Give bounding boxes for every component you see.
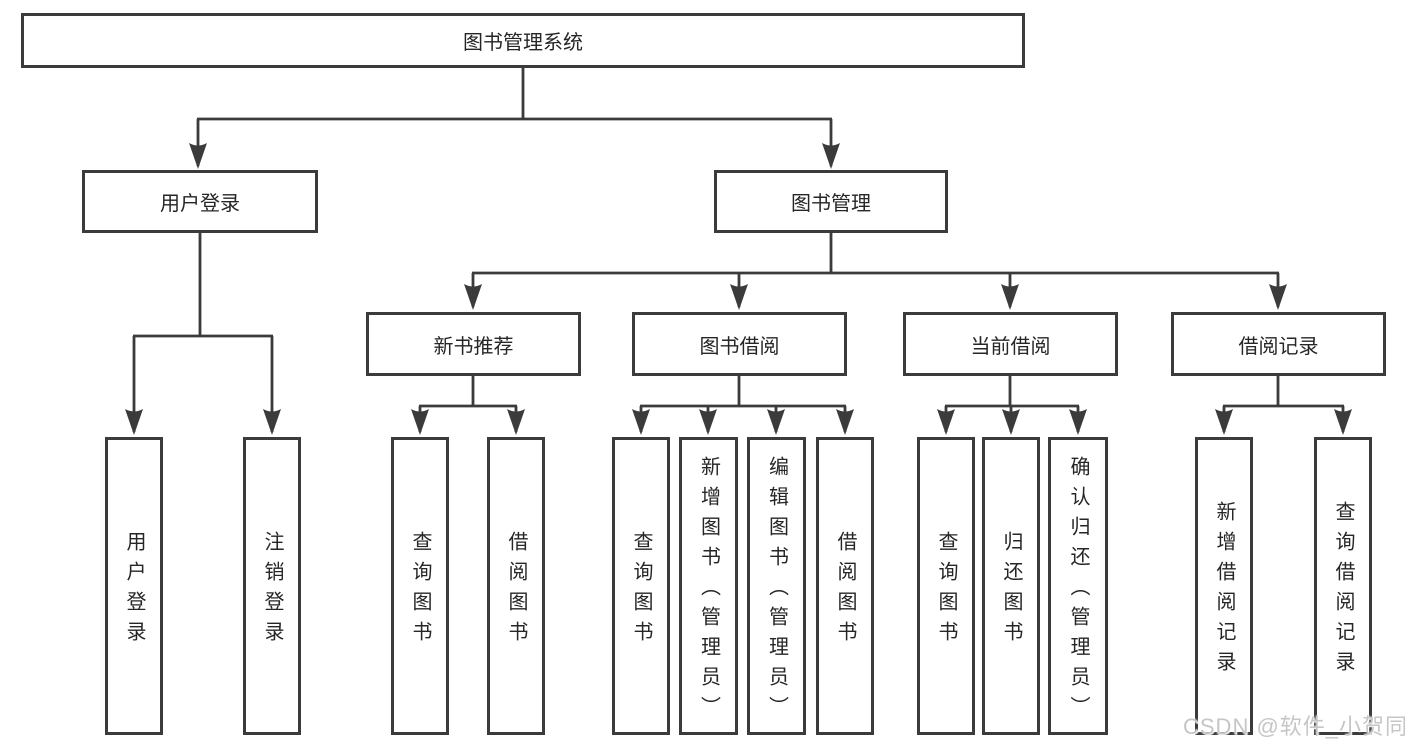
node-book-borrow-label: 图书借阅: [699, 335, 780, 358]
leaf-current-query-book: 查询图书: [917, 437, 975, 735]
leaf-query-borrow-record-label: 查询借阅记录: [1332, 501, 1354, 681]
leaf-return-book-label: 归还图书: [1000, 531, 1022, 651]
node-system-root-label: 图书管理系统: [463, 32, 583, 54]
node-system-root: 图书管理系统: [21, 13, 1025, 68]
leaf-return-book: 归还图书: [982, 437, 1040, 735]
node-user-login: 用户登录: [82, 170, 318, 233]
leaf-borrow-query-book: 查询图书: [612, 437, 670, 735]
csdn-watermark: CSDN @软件_小贺同学: [1183, 714, 1405, 739]
leaf-logout: 注销登录: [243, 437, 301, 735]
node-book-mgmt: 图书管理: [714, 170, 948, 233]
leaf-user-login-label: 用户登录: [123, 531, 145, 651]
node-book-mgmt-label: 图书管理: [791, 193, 871, 215]
leaf-confirm-return-admin: 确认归还（管理员）: [1048, 437, 1108, 735]
leaf-user-login: 用户登录: [105, 437, 163, 735]
node-borrow-records: 借阅记录: [1171, 312, 1386, 376]
node-borrow-records-label: 借阅记录: [1238, 335, 1319, 358]
leaf-borrow-query-book-label: 查询图书: [630, 531, 652, 651]
leaf-add-borrow-record: 新增借阅记录: [1195, 437, 1253, 735]
leaf-add-borrow-record-label: 新增借阅记录: [1213, 501, 1235, 681]
leaf-confirm-return-admin-label: 确认归还（管理员）: [1067, 456, 1089, 726]
node-current-borrow-label: 当前借阅: [970, 335, 1051, 358]
leaf-rec-borrow-book: 借阅图书: [487, 437, 545, 735]
leaf-query-borrow-record: 查询借阅记录: [1314, 437, 1372, 735]
node-user-login-label: 用户登录: [160, 193, 240, 215]
node-current-borrow: 当前借阅: [903, 312, 1118, 376]
leaf-logout-label: 注销登录: [261, 531, 283, 651]
leaf-rec-borrow-book-label: 借阅图书: [505, 531, 527, 651]
leaf-current-query-book-label: 查询图书: [935, 531, 957, 651]
node-new-book-rec-label: 新书推荐: [433, 335, 514, 358]
leaf-add-book-admin: 新增图书（管理员）: [679, 437, 738, 735]
leaf-borrow-book: 借阅图书: [816, 437, 874, 735]
leaf-edit-book-admin: 编辑图书（管理员）: [747, 437, 806, 735]
leaf-edit-book-admin-label: 编辑图书（管理员）: [765, 456, 788, 726]
node-new-book-rec: 新书推荐: [366, 312, 581, 376]
leaf-borrow-book-label: 借阅图书: [834, 531, 856, 651]
leaf-add-book-admin-label: 新增图书（管理员）: [697, 456, 720, 726]
leaf-rec-query-book-label: 查询图书: [409, 531, 431, 651]
node-book-borrow: 图书借阅: [632, 312, 847, 376]
leaf-rec-query-book: 查询图书: [391, 437, 449, 735]
